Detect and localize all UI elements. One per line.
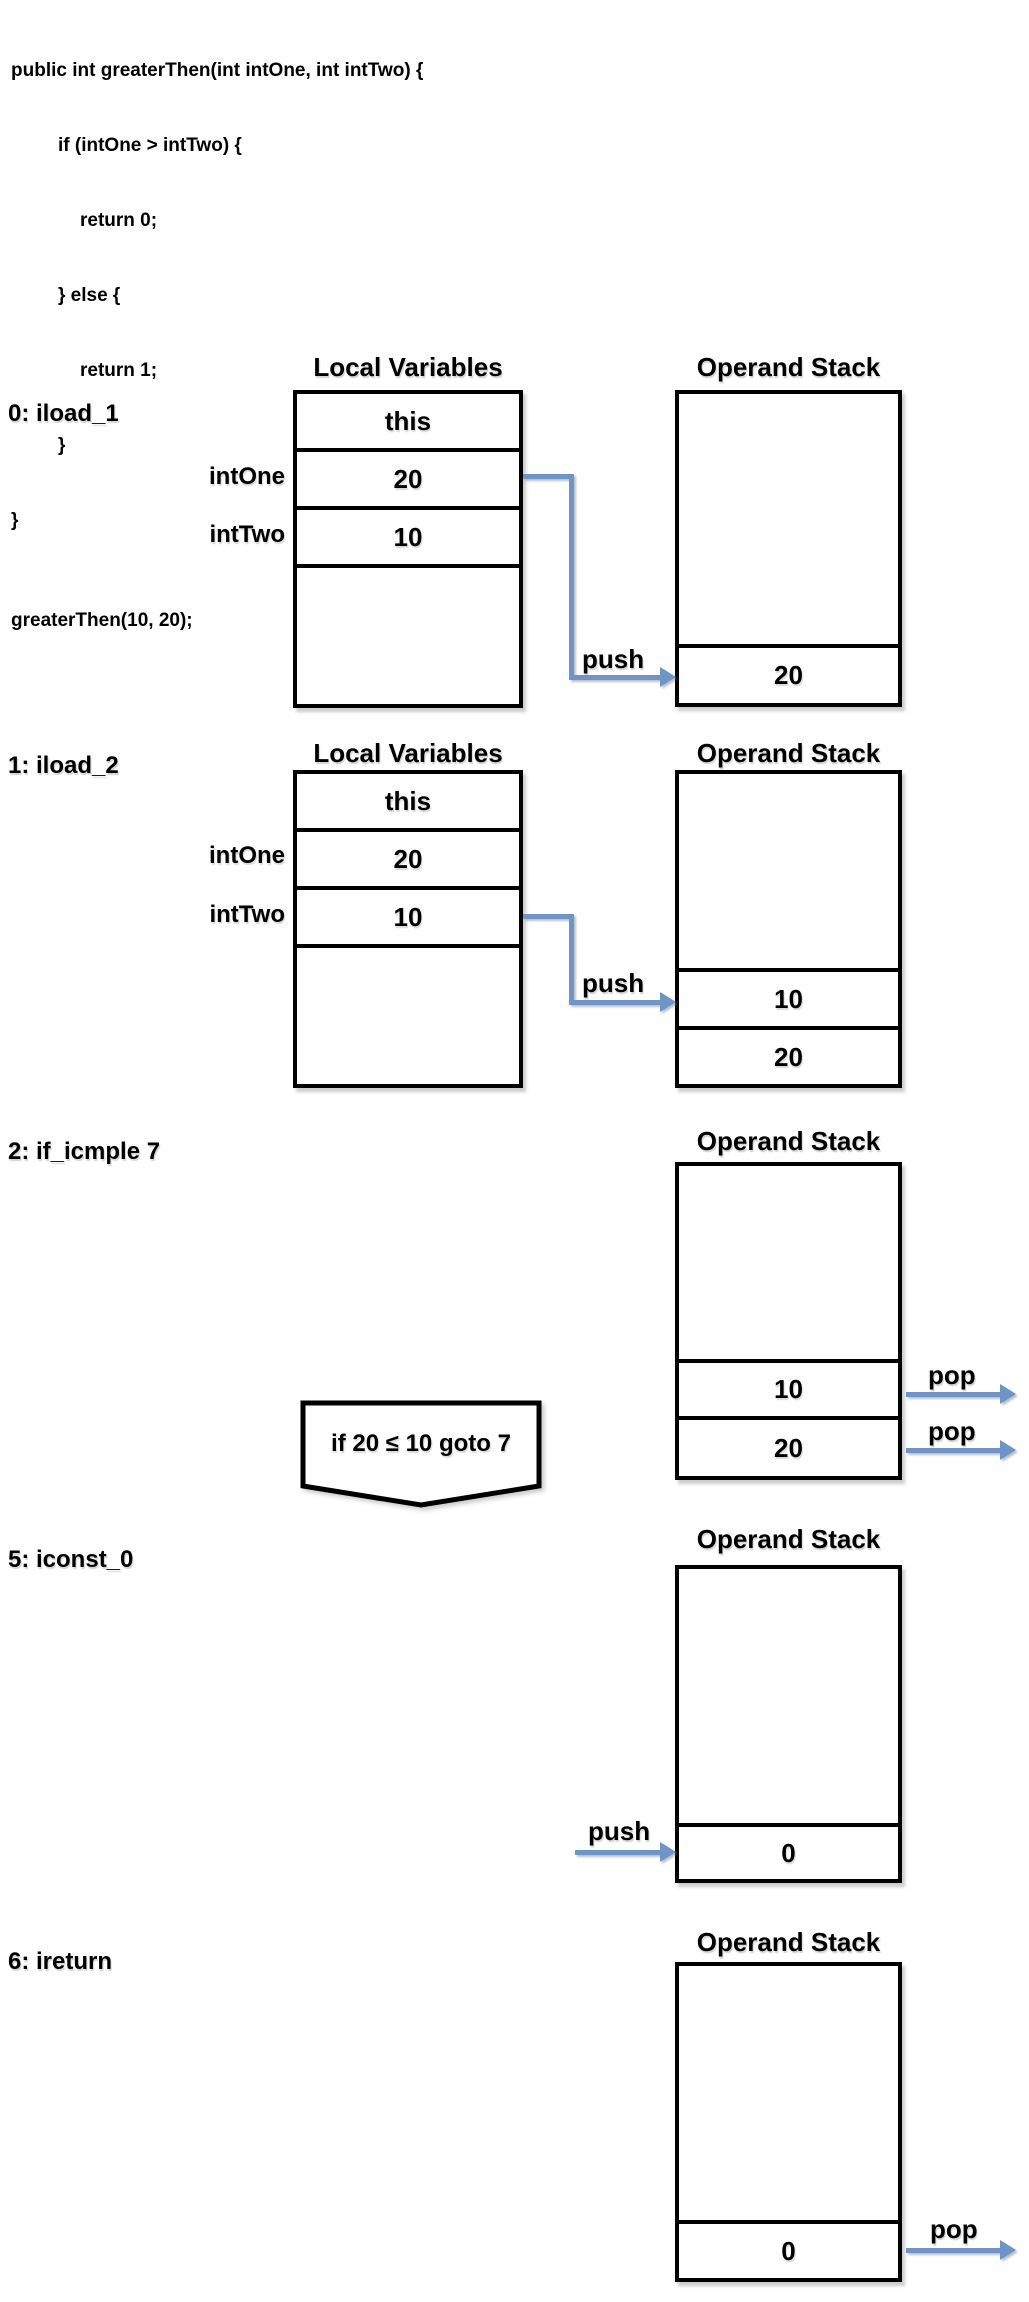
operand-stack-title: Operand Stack [696, 1524, 881, 1554]
operand-stack-title: Operand Stack [696, 1927, 881, 1957]
arrow-segment-vertical [569, 474, 574, 680]
arrow-segment-horizontal [906, 1392, 1002, 1397]
code-line: return 1; [80, 360, 158, 381]
arrow-segment-horizontal [569, 675, 661, 680]
operand-stack-title: Operand Stack [696, 738, 881, 768]
lv-row-inttwo: 10 [297, 890, 519, 948]
instruction-label: 6: ireturn [8, 1948, 113, 1975]
stack-cell: 10 [679, 1359, 898, 1416]
lv-row-empty [297, 948, 519, 1084]
stack-value: 10 [774, 1374, 803, 1404]
arrow-segment-horizontal [569, 1000, 661, 1005]
code-line: public int greaterThen(int intOne, int i… [11, 60, 424, 81]
code-line: } else { [58, 285, 121, 306]
arrow-segment-horizontal [523, 474, 574, 479]
operand-stack-box: 0 [675, 1565, 902, 1883]
pop-label: pop [930, 2214, 978, 2244]
local-variables-title: Local Variables [313, 738, 503, 768]
local-variables-table: this 20 10 [293, 770, 523, 1088]
instruction-label: 2: if_icmple 7 [8, 1138, 161, 1165]
source-code-block: public int greaterThen(int intOne, int i… [11, 8, 423, 683]
push-label: push [582, 644, 645, 674]
code-line: } [58, 435, 66, 456]
stack-value: 20 [774, 1041, 803, 1072]
stack-cell: 20 [679, 644, 898, 703]
arrow-segment-vertical [569, 914, 574, 1005]
code-line: if (intOne > intTwo) { [58, 135, 242, 156]
method-invocation: greaterThen(10, 20); [11, 610, 193, 631]
arrow-segment-horizontal [523, 914, 574, 919]
stack-value: 0 [781, 2235, 796, 2266]
stack-cell: 0 [679, 1823, 898, 1879]
arrowhead-right-icon [660, 992, 676, 1012]
arrowhead-right-icon [1000, 1384, 1016, 1404]
condition-banner: if 20 ≤ 10 goto 7 [300, 1400, 542, 1510]
instruction-label: 5: iconst_0 [8, 1546, 134, 1573]
lv-row-intone: 20 [297, 832, 519, 890]
operand-stack-box: 10 20 [675, 770, 902, 1088]
operand-stack-title: Operand Stack [696, 352, 881, 382]
code-line: } [11, 510, 19, 531]
stack-cell: 10 [679, 968, 898, 1026]
stack-value: 20 [774, 660, 803, 690]
condition-text: if 20 ≤ 10 goto 7 [331, 1430, 511, 1457]
arrow-segment-horizontal [906, 1448, 1002, 1453]
pop-label: pop [928, 1360, 976, 1390]
arrow-segment-horizontal [906, 2248, 1002, 2253]
lv-side-label-intone: intOne [209, 842, 285, 869]
code-line: return 0; [80, 210, 158, 231]
arrowhead-right-icon [1000, 1440, 1016, 1460]
lv-side-label-inttwo: intTwo [209, 901, 285, 928]
stack-value: 0 [781, 1837, 796, 1868]
arrow-segment-horizontal [575, 1850, 662, 1855]
push-label: push [588, 1816, 651, 1846]
operand-stack-box: 20 [675, 390, 902, 707]
stack-value: 10 [774, 983, 803, 1014]
pop-label: pop [928, 1416, 976, 1446]
stack-cell: 0 [679, 2220, 898, 2278]
lv-value: 20 [393, 843, 423, 874]
stack-cell: 20 [679, 1416, 898, 1476]
lv-row-this: this [297, 774, 519, 832]
operand-stack-box: 10 20 [675, 1162, 902, 1480]
arrowhead-right-icon [660, 1842, 676, 1862]
instruction-label: 1: iload_2 [8, 752, 119, 779]
stack-value: 20 [774, 1432, 803, 1463]
push-label: push [582, 968, 645, 998]
stack-cell: 20 [679, 1026, 898, 1084]
arrowhead-right-icon [1000, 2240, 1016, 2260]
banner-shape [300, 1400, 542, 1508]
lv-value: this [384, 785, 432, 816]
arrowhead-right-icon [660, 667, 676, 687]
lv-value: 10 [393, 901, 423, 932]
operand-stack-title: Operand Stack [696, 1126, 881, 1156]
operand-stack-box: 0 [675, 1962, 902, 2282]
